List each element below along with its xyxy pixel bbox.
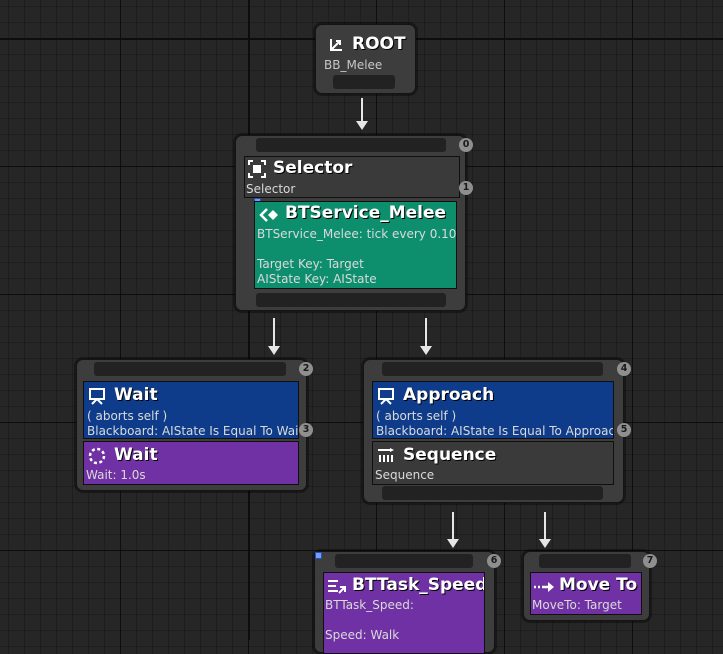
wait-task-icon — [88, 447, 106, 469]
sequence-subtitle: Sequence — [375, 468, 435, 482]
selector-node[interactable]: 0 Selector Selector 1 BTService_Melee BT… — [235, 135, 473, 311]
wait-decorator-box[interactable]: Wait ( aborts self ) Blackboard: AIState… — [83, 381, 299, 439]
speed-task-desc: BTTask_Speed: — [325, 598, 414, 612]
approach-index-badge: 4 — [617, 362, 631, 376]
service-aistate-key: AIState Key: AIState — [257, 272, 377, 286]
approach-decorator-title: Approach — [403, 385, 495, 405]
wait-task-duration: Wait: 1.0s — [86, 468, 146, 482]
approach-branch-node[interactable]: 4 Approach ( aborts self ) Blackboard: A… — [363, 359, 631, 503]
sequence-icon — [377, 447, 397, 469]
approach-input-pin[interactable] — [382, 362, 603, 376]
wait-blackboard-condition: Blackboard: AIState Is Equal To Wait — [87, 424, 299, 438]
wait-task-box[interactable]: Wait Wait: 1.0s — [83, 441, 299, 485]
sequence-composite-box[interactable]: Sequence Sequence — [372, 441, 614, 485]
edge-selector-approach — [420, 318, 432, 355]
approach-decorator-index-badge: 5 — [617, 423, 631, 437]
edge-selector-wait — [268, 318, 280, 355]
selector-input-pin[interactable] — [256, 138, 446, 152]
selector-index-badge: 0 — [459, 138, 473, 152]
selector-composite-box[interactable]: Selector Selector — [244, 156, 460, 198]
edge-sequence-speed — [447, 512, 459, 548]
service-melee-box[interactable]: BTService_Melee BTService_Melee: tick ev… — [254, 201, 457, 289]
approach-decorator-icon — [377, 387, 395, 409]
wait-index-badge: 2 — [299, 362, 313, 376]
selector-subtitle: Selector — [246, 182, 296, 196]
moveto-input-pin[interactable] — [539, 554, 631, 568]
selector-child-index-badge: 1 — [459, 181, 473, 195]
approach-aborts-text: ( aborts self ) — [376, 409, 457, 423]
wait-input-pin[interactable] — [94, 362, 286, 376]
wait-decorator-index-badge: 3 — [299, 423, 313, 437]
speed-task-node[interactable]: 6 BTTask_Speed BTTask_Speed: Speed: Walk — [314, 551, 501, 654]
moveto-task-node[interactable]: 7 Move To MoveTo: Target — [523, 551, 657, 621]
root-output-pin[interactable] — [333, 75, 395, 89]
sequence-output-pin[interactable] — [382, 486, 603, 500]
service-title: BTService_Melee — [285, 203, 447, 223]
wait-decorator-icon — [88, 387, 106, 409]
selector-icon — [248, 160, 266, 182]
root-subtitle: BB_Melee — [324, 58, 383, 72]
root-node[interactable]: ROOT BB_Melee — [315, 24, 416, 94]
wait-task-title: Wait — [114, 445, 158, 465]
root-icon — [328, 37, 344, 57]
moveto-task-box[interactable]: Move To MoveTo: Target — [530, 572, 642, 615]
speed-input-pin[interactable] — [335, 554, 473, 568]
service-target-key: Target Key: Target — [257, 257, 364, 271]
speed-index-badge: 6 — [487, 554, 501, 568]
moveto-task-target: MoveTo: Target — [532, 598, 622, 612]
selector-output-pin[interactable] — [256, 293, 446, 307]
edge-root-selector — [356, 98, 368, 130]
sequence-title: Sequence — [403, 445, 497, 465]
speed-breakpoint-icon — [315, 552, 322, 559]
moveto-arrow-icon — [533, 579, 555, 598]
speed-task-value: Speed: Walk — [325, 628, 400, 642]
root-title: ROOT — [352, 34, 406, 54]
wait-aborts-text: ( aborts self ) — [87, 409, 168, 423]
wait-branch-node[interactable]: 2 Wait ( aborts self ) Blackboard: AISta… — [76, 359, 313, 491]
moveto-task-title: Move To — [559, 575, 638, 595]
moveto-index-badge: 7 — [643, 554, 657, 568]
speed-task-title: BTTask_Speed — [352, 575, 485, 595]
service-icon — [259, 207, 279, 227]
service-tick-text: BTService_Melee: tick every 0.10s — [257, 227, 457, 241]
speed-task-icon — [327, 578, 347, 600]
speed-task-box[interactable]: BTTask_Speed BTTask_Speed: Speed: Walk — [323, 572, 485, 654]
edge-sequence-moveto — [539, 512, 551, 548]
approach-blackboard-condition: Blackboard: AIState Is Equal To Approach — [376, 424, 614, 438]
wait-decorator-title: Wait — [114, 385, 158, 405]
approach-decorator-box[interactable]: Approach ( aborts self ) Blackboard: AIS… — [372, 381, 614, 439]
selector-title: Selector — [273, 158, 353, 178]
